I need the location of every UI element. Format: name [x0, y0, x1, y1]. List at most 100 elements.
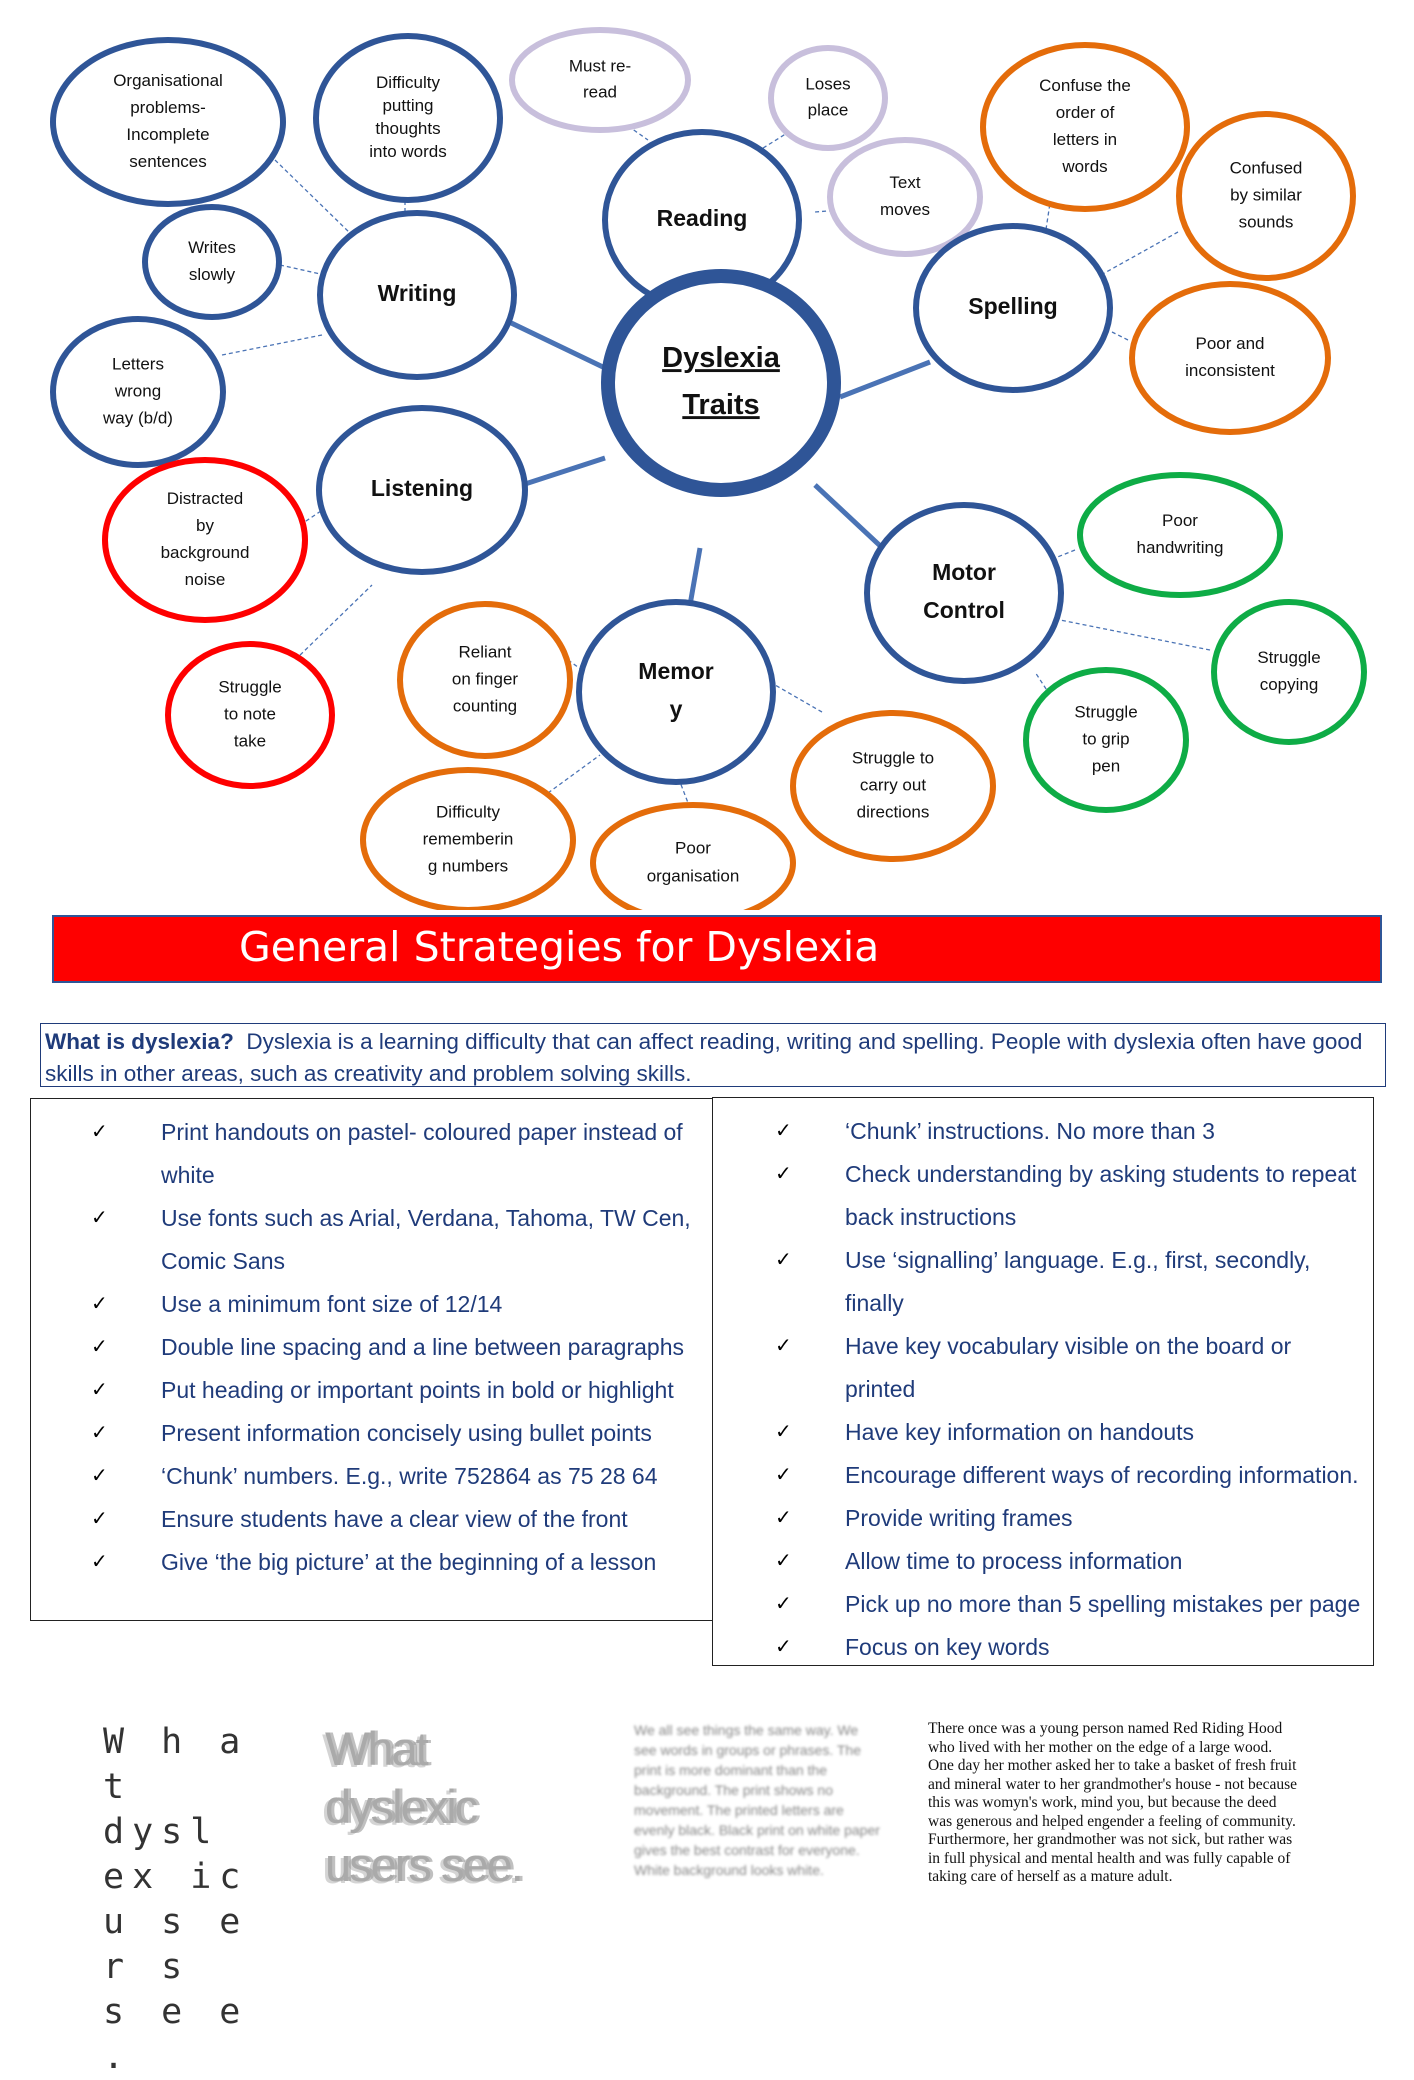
leaf-poor-inconsistent-label: inconsistent	[1185, 361, 1275, 380]
leaf-confused-similar-outline	[1176, 111, 1356, 281]
leaf-must-reread-outline	[509, 27, 691, 133]
leaf-poor-handwriting-label: handwriting	[1137, 538, 1224, 557]
leaf-difficulty-numbers-label: rememberin	[423, 829, 514, 848]
leaf-struggle-grip-label: to grip	[1082, 729, 1129, 748]
sample-blurred-text: What dyslexic users see.	[325, 1720, 585, 1894]
sample-line: s e e .	[103, 1992, 249, 2077]
strategy-list: ✓‘Chunk’ instructions. No more than 3✓Ch…	[775, 1110, 1365, 1669]
leaf-letters-wrong-label: wrong	[114, 381, 161, 400]
strategy-text: Use ‘signalling’ language. E.g., first, …	[845, 1247, 1311, 1316]
check-icon: ✓	[91, 1293, 108, 1315]
leaf-text-moves-label: moves	[880, 200, 930, 219]
sample-line: W h a t	[103, 1722, 249, 1807]
check-icon: ✓	[775, 1507, 792, 1529]
link-organisational	[274, 159, 353, 236]
leaf-organisational-label: sentences	[129, 152, 207, 171]
leaf-struggle-copying-label: Struggle	[1257, 648, 1320, 667]
hub-spelling-outline	[913, 223, 1113, 393]
leaf-writes-slowly-label: slowly	[189, 265, 236, 284]
hub-memory-label: y	[670, 696, 683, 722]
mind-map-nodes: Organisational problems- Incomplete sentenc…	[50, 27, 1367, 910]
leaf-poor-organisation-outline	[590, 802, 796, 910]
strategy-item: ✓Double line spacing and a line between …	[91, 1326, 691, 1369]
check-icon: ✓	[91, 1422, 108, 1444]
hub-writing-outline	[317, 210, 517, 380]
leaf-reliant-finger-outline	[397, 601, 573, 759]
strategy-text: Provide writing frames	[845, 1505, 1073, 1531]
leaf-struggle-copying: Struggle copying	[1211, 599, 1367, 745]
hub-motor-label: Control	[923, 597, 1005, 623]
leaf-struggle-directions-label: carry out	[860, 775, 926, 794]
leaf-difficulty-numbers-label: g numbers	[428, 856, 508, 875]
strategy-item: ✓Put heading or important points in bold…	[91, 1369, 691, 1412]
check-icon: ✓	[775, 1636, 792, 1658]
check-icon: ✓	[775, 1550, 792, 1572]
leaf-difficulty-thoughts-outline	[313, 33, 503, 203]
leaf-organisational-label: Organisational	[113, 71, 223, 90]
strategy-item: ✓Use ‘signalling’ language. E.g., first,…	[775, 1239, 1365, 1325]
strategy-item: ✓Use a minimum font size of 12/14	[91, 1283, 691, 1326]
link-poor-inconsistent	[1111, 331, 1129, 341]
sample-mixed-font-paragraph: There once was a young person named Red …	[928, 1720, 1298, 1885]
check-icon: ✓	[91, 1508, 108, 1530]
leaf-poor-handwriting-outline	[1077, 472, 1283, 598]
strategy-text: ‘Chunk’ numbers. E.g., write 752864 as 7…	[161, 1463, 658, 1489]
leaf-letters-wrong-label: Letters	[112, 354, 164, 373]
leaf-struggle-copying-outline	[1211, 599, 1367, 745]
link-difficulty-numbers	[547, 754, 601, 794]
sample-spaced-text: W h a t dysl ex ic u s e r s s e e .	[103, 1720, 283, 2080]
leaf-poor-inconsistent-label: Poor and	[1196, 334, 1265, 353]
strategy-item: ✓Give ‘the big picture’ at the beginning…	[91, 1541, 691, 1584]
leaf-writes-slowly-outline	[142, 204, 282, 320]
leaf-confuse-order-label: Confuse the	[1039, 76, 1131, 95]
hub-writing-label: Writing	[378, 280, 457, 306]
leaf-text-moves-label: Text	[889, 173, 920, 192]
strategy-item: ✓Print handouts on pastel- coloured pape…	[91, 1111, 691, 1197]
check-icon: ✓	[775, 1421, 792, 1443]
leaf-confuse-order-label: letters in	[1053, 130, 1117, 149]
definition-term: What is dyslexia?	[45, 1029, 234, 1054]
hub-listening-label: Listening	[371, 475, 473, 501]
leaf-loses-place-label: place	[808, 100, 849, 119]
hub-memory-outline	[576, 599, 776, 785]
leaf-organisational-label: Incomplete	[126, 125, 209, 144]
check-icon: ✓	[775, 1335, 792, 1357]
strategy-item: ✓‘Chunk’ instructions. No more than 3	[775, 1110, 1365, 1153]
strategy-item: ✓Check understanding by asking students …	[775, 1153, 1365, 1239]
leaf-reliant-finger-label: counting	[453, 696, 517, 715]
strategy-text: ‘Chunk’ instructions. No more than 3	[845, 1118, 1215, 1144]
hub-spelling: Spelling	[913, 223, 1113, 393]
strategy-item: ✓ Provide writing frames	[775, 1497, 1365, 1540]
strategy-text: Pick up no more than 5 spelling mistakes…	[845, 1591, 1361, 1617]
sample-line: dysl ex ic	[103, 1812, 249, 1897]
leaf-reliant-finger-label: on finger	[452, 669, 518, 688]
leaf-text-moves: Text moves	[827, 137, 983, 257]
leaf-difficulty-thoughts-label: thoughts	[375, 119, 440, 138]
check-icon: ✓	[91, 1336, 108, 1358]
strategy-text: Allow time to process information	[845, 1548, 1183, 1574]
leaf-poor-handwriting-label: Poor	[1162, 511, 1198, 530]
hub-motor-label: Motor	[932, 559, 996, 585]
connector-listening	[521, 455, 606, 488]
leaf-struggle-grip-label: pen	[1092, 756, 1120, 775]
leaf-struggle-note-outline	[165, 641, 335, 789]
leaf-distracted-label: by	[196, 516, 214, 535]
leaf-struggle-copying-label: copying	[1260, 675, 1319, 694]
strategy-item: ✓Use fonts such as Arial, Verdana, Tahom…	[91, 1197, 691, 1283]
strategy-item: ✓Focus on key words	[775, 1626, 1365, 1669]
link-poor-handwriting	[1044, 549, 1076, 563]
leaf-organisational-label: problems-	[130, 98, 206, 117]
hub-motor-outline	[864, 502, 1064, 684]
strategy-text: Put heading or important points in bold …	[161, 1377, 674, 1403]
